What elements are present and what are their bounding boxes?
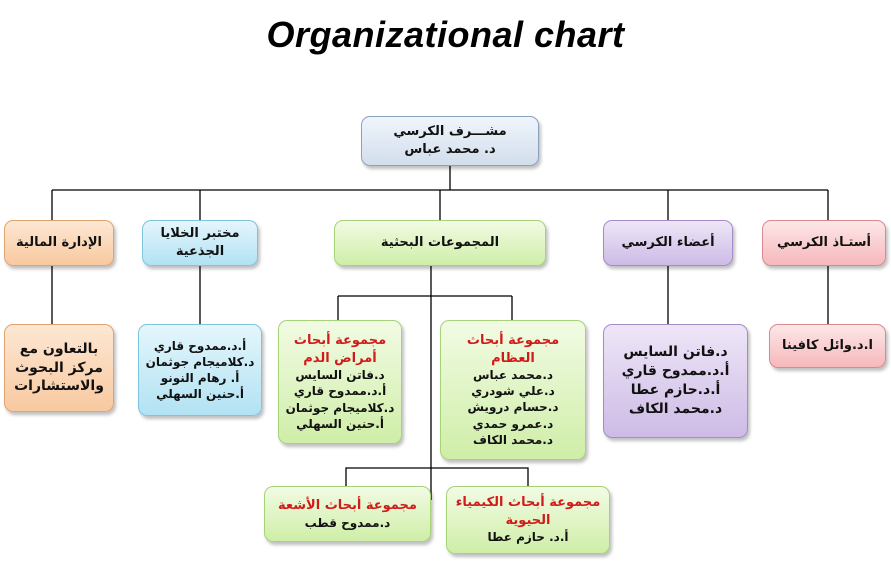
chair-member: أ.د.ممدوح قاري [621, 363, 730, 380]
supervisor-role: مشـــرف الكرسي [393, 124, 507, 140]
chair-members-box: أعضاء الكرسي [603, 220, 733, 266]
financial-detail-line-2: مركز البحوث [15, 359, 103, 376]
stem-cell-lab-box: مختبر الخلايا الجذعية [142, 220, 258, 266]
research-groups-label: المجموعات البحثية [380, 235, 500, 251]
chair-professor-name-box: ا.د.وائل كافينا [769, 324, 886, 368]
bone-group-member: د.حسام درويش [467, 400, 559, 415]
chair-member: د.محمد الكاف [628, 400, 723, 417]
financial-detail-line-1: بالتعاون مع [19, 340, 99, 357]
chair-member: أ.د.حازم عطا [630, 382, 721, 398]
biochem-group-title-1: مجموعة أبحاث الكيمياء [455, 495, 601, 511]
financial-admin-detail: بالتعاون مع مركز البحوث والاستشارات [4, 324, 114, 412]
bone-group-member: د.علي شودري [471, 384, 555, 399]
radiology-group-title: مجموعة أبحاث الأشعة [278, 498, 417, 514]
chair-members-list: د.فاتن السايس أ.د.ممدوح قاري أ.د.حازم عط… [603, 324, 748, 438]
research-groups-box: المجموعات البحثية [334, 220, 546, 266]
chair-professor-name: ا.د.وائل كافينا [782, 338, 873, 354]
financial-detail-line-3: والاستشارات [14, 378, 104, 395]
blood-group-title-2: أمراض الدم [303, 350, 377, 366]
stem-cell-lab-label-1: مختبر الخلايا [160, 226, 240, 242]
bone-group-member: د.محمد الكاف [473, 432, 553, 447]
bone-group-title-1: مجموعة أبحاث [466, 332, 560, 348]
biochemistry-research-group: مجموعة أبحاث الكيمياء الحيوية أ.د. حازم … [446, 486, 610, 554]
biochem-group-member: أ.د. حازم عطا [487, 530, 569, 545]
biochem-group-title-2: الحيوية [505, 512, 551, 528]
stem-lab-member: د.كلاميجام جوثمان [145, 354, 255, 369]
chart-title: Organizational chart [266, 14, 625, 55]
financial-admin-label: الإدارة المالية [16, 235, 102, 251]
chair-member: د.فاتن السايس [623, 344, 728, 361]
stem-lab-member: أ.حنين السهلي [156, 387, 244, 402]
stem-lab-member: أ. رهام النونو [160, 371, 240, 385]
stem-cell-lab-label-2: الجذعية [175, 244, 225, 259]
bone-group-member: د.محمد عباس [472, 368, 554, 383]
supervisor-name: د. محمد عباس [404, 142, 496, 157]
supervisor-box: مشـــرف الكرسي د. محمد عباس [361, 116, 539, 166]
chair-professor-label: أستـاذ الكرسي [777, 235, 871, 251]
blood-group-member: د.كلاميجام جوثمان [285, 400, 395, 415]
blood-group-member: د.فاتن السايس [295, 368, 385, 383]
chair-members-label: أعضاء الكرسي [621, 235, 715, 251]
bone-research-group: مجموعة أبحاث العظام د.محمد عباس د.علي شو… [440, 320, 586, 460]
chair-professor-box: أستـاذ الكرسي [762, 220, 886, 266]
bone-group-title-2: العظام [491, 350, 535, 366]
blood-group-member: أ.د.ممدوح قاري [293, 384, 387, 399]
stem-cell-lab-members: أ.د.ممدوح قاري د.كلاميجام جوثمان أ. رهام… [138, 324, 262, 416]
financial-admin-box: الإدارة المالية [4, 220, 114, 266]
blood-group-member: أ.حنين السهلي [296, 416, 384, 431]
blood-group-title-1: مجموعة أبحاث [293, 333, 387, 349]
bone-group-member: د.عمرو حمدي [472, 416, 554, 431]
blood-research-group: مجموعة أبحاث أمراض الدم د.فاتن السايس أ.… [278, 320, 402, 444]
radiology-research-group: مجموعة أبحاث الأشعة د.ممدوح قطب [264, 486, 431, 542]
stem-lab-member: أ.د.ممدوح قاري [153, 338, 247, 353]
radiology-group-member: د.ممدوح قطب [304, 515, 391, 530]
